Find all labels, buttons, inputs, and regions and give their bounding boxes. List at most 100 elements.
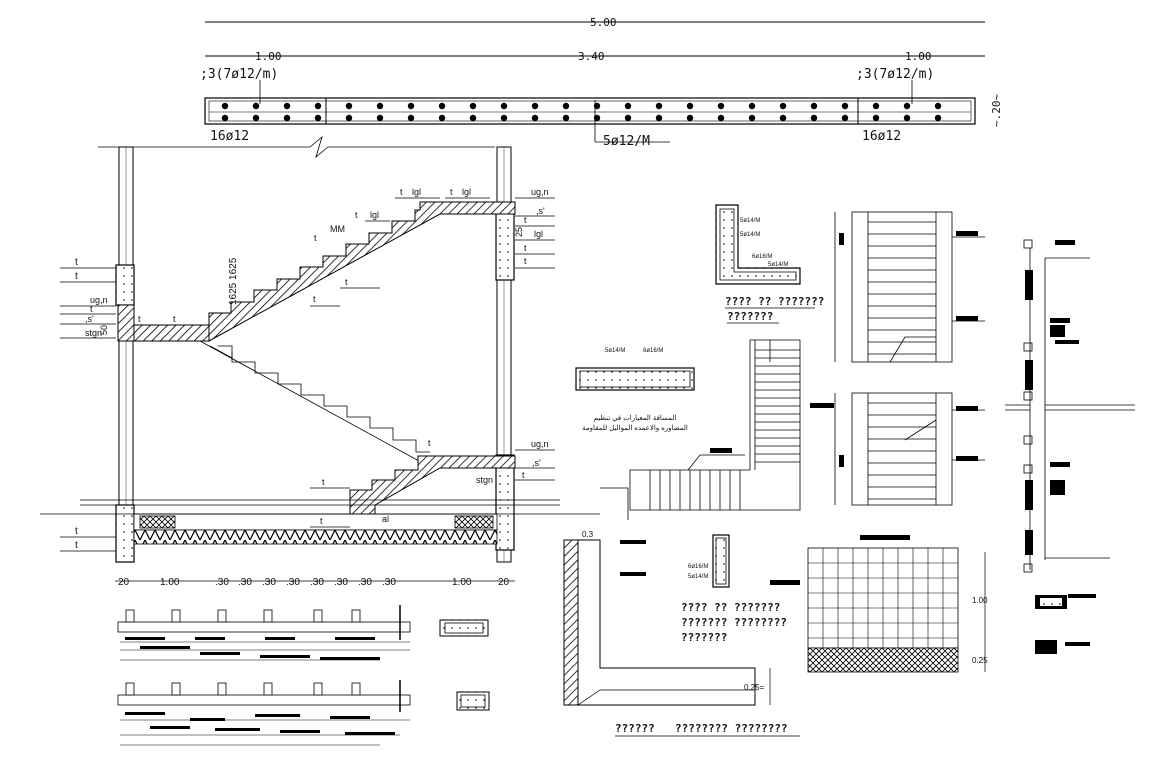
rebar-dot	[841, 114, 849, 122]
label-lgl: lgl	[370, 210, 379, 220]
bottom-dim-label: .30	[358, 577, 372, 588]
bottom-dim-label: .30	[238, 577, 252, 588]
rebar-dot	[593, 114, 601, 122]
label-s: ,s'	[532, 458, 541, 468]
rebar-dot	[562, 102, 570, 110]
beam-rebar-dots	[221, 102, 942, 122]
label-t: t	[90, 304, 93, 314]
beam-cross-section: 5ø14/M 6ø16/M المسافة المعيارات في تنظيم…	[575, 348, 695, 432]
rebar-dot	[345, 102, 353, 110]
rebar-dot	[903, 102, 911, 110]
stair-plan	[600, 339, 801, 520]
label-lgl: lgl	[534, 229, 543, 239]
label-mm: MM	[330, 224, 345, 234]
label-stgn: stgn	[85, 328, 102, 338]
beam-right-bars: 16ø12	[862, 129, 901, 144]
l-section-detail: 5ø14/M 5ø14/M 6ø16/M 5ø14/M ???? ?? ????…	[715, 204, 824, 324]
bar-label: 5ø14/M	[740, 232, 760, 238]
label-t: t	[524, 243, 527, 253]
label-ugn: ug,n	[531, 439, 549, 449]
rebar-dot	[500, 102, 508, 110]
slab-dim: 0.3	[582, 530, 594, 539]
dim-1625: 1625 1625	[228, 257, 239, 305]
rebar-dot	[407, 114, 415, 122]
label-t: t	[450, 187, 453, 197]
rebar-dot	[810, 102, 818, 110]
label-t: t	[75, 526, 78, 537]
rebar-dot	[407, 102, 415, 110]
rebar-dot	[717, 102, 725, 110]
stair-section: t t ug,n t ,s' stgn 50 t t 1625 1625 t t…	[40, 135, 600, 563]
rebar-dot	[748, 102, 756, 110]
rebar-dot	[376, 102, 384, 110]
label-t: t	[75, 540, 78, 551]
label-t: t	[322, 477, 325, 487]
label-t: t	[320, 516, 323, 526]
label-s: ,s'	[536, 206, 545, 216]
rebar-dot	[283, 114, 291, 122]
beam-left-bars: 16ø12	[210, 129, 249, 144]
rebar-dot	[686, 114, 694, 122]
strip-label-mark	[215, 728, 260, 731]
arabic-note-1: المسافة المعيارات في تنظيم	[594, 414, 677, 422]
rebar-dot	[376, 114, 384, 122]
bar-label: 5ø14/M	[740, 218, 760, 224]
right-plans	[834, 211, 985, 506]
strip-label-mark	[150, 726, 190, 729]
label-t: t	[138, 314, 141, 324]
bottom-dim-label: .30	[215, 577, 229, 588]
rebar-dot	[345, 114, 353, 122]
rebar-dot	[531, 114, 539, 122]
rebar-dot	[934, 102, 942, 110]
rebar-dot	[314, 114, 322, 122]
beam-mid-bars: 5ø12/M	[603, 134, 650, 149]
arabic-note-2: المصاوره والاعمده المواليل للمقاومة	[582, 424, 688, 432]
beam-mid-dim: 3.40	[578, 50, 605, 63]
strip-label-mark	[200, 652, 240, 655]
section-labels: t t ug,n t ,s' stgn 50 t t 1625 1625 t t…	[75, 187, 549, 551]
beam-total-dim: 5.00	[590, 16, 617, 29]
label-lgl: lgl	[412, 187, 421, 197]
col-caption-2: ??????? ????????	[681, 616, 787, 629]
rebar-dot	[779, 102, 787, 110]
rebar-dot	[779, 114, 787, 122]
rebar-dot	[841, 102, 849, 110]
label-t: t	[345, 277, 348, 287]
rebar-dot	[252, 114, 260, 122]
rebar-dot	[872, 102, 880, 110]
rebar-dot	[748, 114, 756, 122]
bottom-caption-1: ??????	[615, 722, 655, 735]
bottom-dim-label: .30	[382, 577, 396, 588]
label-t: t	[75, 271, 78, 282]
l-caption-1: ???? ?? ???????	[725, 295, 824, 308]
rebar-dot	[438, 102, 446, 110]
rebar-dot	[562, 114, 570, 122]
right-elevation	[1005, 239, 1135, 573]
bottom-dim-label: 20	[118, 577, 130, 588]
bar-label: 6ø16/M	[688, 564, 708, 570]
label-t: t	[313, 294, 316, 304]
label-t: t	[524, 256, 527, 266]
rebar-dot	[469, 114, 477, 122]
rebar-dot	[686, 102, 694, 110]
tile-grid: 1.00 0.25	[807, 547, 988, 673]
strip-label-mark	[265, 637, 295, 640]
bottom-dim-label: .30	[310, 577, 324, 588]
strip-label-mark	[195, 637, 225, 640]
strip-label-mark	[335, 637, 375, 640]
rebar-dot	[717, 114, 725, 122]
bar-label: 6ø16/M	[643, 348, 663, 354]
rebar-dot	[314, 102, 322, 110]
l-caption-2: ???????	[727, 310, 773, 323]
rebar-dot	[934, 114, 942, 122]
rebar-dot	[624, 114, 632, 122]
strip-label-mark	[345, 732, 395, 735]
strip-label-mark	[190, 718, 225, 721]
slab-dim-2: 0.25=	[744, 683, 765, 692]
beam-depth: ~.20~	[990, 94, 1003, 127]
bottom-dim-label: 20	[498, 577, 510, 588]
beam-left-dim: 1.00	[255, 50, 282, 63]
beam-left-stirrups: ;3(7ø12/m)	[200, 67, 278, 82]
rebar-dot	[872, 114, 880, 122]
